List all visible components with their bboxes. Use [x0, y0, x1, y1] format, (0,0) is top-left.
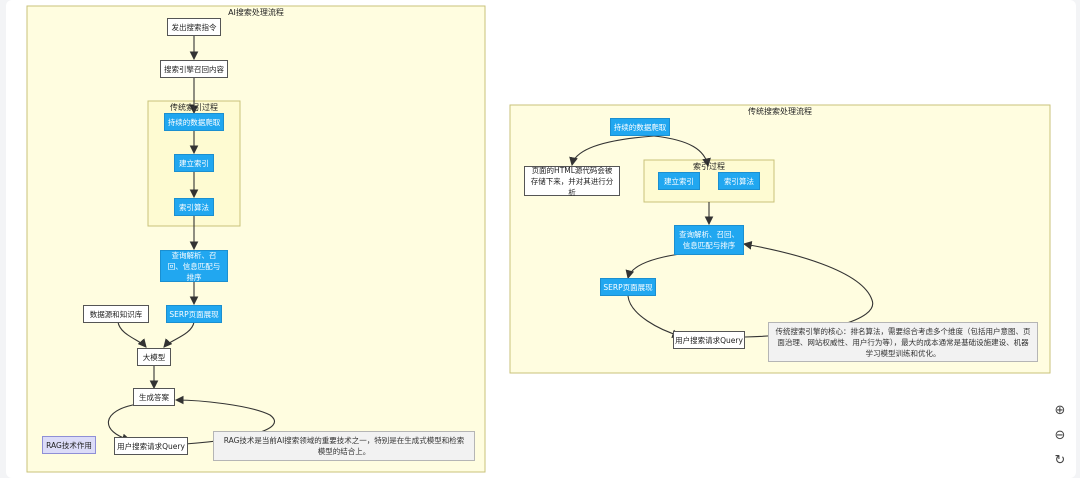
left-index-algo-node[interactable]: 索引算法 [174, 198, 214, 216]
right-subgraph-title: 索引过程 [693, 162, 725, 171]
left-parse-node[interactable]: 查询解析、召回、信息匹配与排序 [160, 250, 228, 282]
rag-node[interactable]: RAG技术作用 [42, 436, 96, 454]
left-build-index-node[interactable]: 建立索引 [174, 154, 214, 172]
html-store-node[interactable]: 页面的HTML源代码会被存储下来，并对其进行分析 [524, 166, 620, 197]
knowledge-base-node[interactable]: 数据源和知识库 [83, 305, 149, 323]
answer-node[interactable]: 生成答案 [133, 388, 175, 406]
issue-query-node[interactable]: 发出搜索指令 [167, 18, 221, 36]
left-cluster [26, 5, 486, 473]
left-user-query-node[interactable]: 用户搜索请求Query [114, 437, 188, 455]
right-note: 传统搜索引擎的核心：排名算法，需要综合考虑多个维度（包括用户意图、页面治理、网站… [768, 322, 1038, 362]
right-parse-node[interactable]: 查询解析、召回、信息匹配与排序 [674, 225, 744, 255]
right-crawl-node[interactable]: 持续的数据爬取 [610, 118, 670, 136]
right-serp-node[interactable]: SERP页面展现 [600, 278, 656, 296]
recall-node[interactable]: 搜索引擎召回内容 [160, 60, 228, 78]
left-subgraph-title: 传统索引过程 [170, 103, 218, 112]
left-note: RAG技术是当前AI搜索领域的重要技术之一，特别是在生成式模型和检索模型的结合上… [213, 431, 475, 461]
left-diagram-title: AI搜索处理流程 [228, 8, 284, 17]
left-crawl-node[interactable]: 持续的数据爬取 [164, 113, 224, 131]
llm-node[interactable]: 大模型 [137, 348, 171, 366]
right-index-algo-node[interactable]: 索引算法 [718, 172, 760, 190]
zoom-out-icon[interactable]: ⊖ [1054, 427, 1066, 443]
right-diagram-title: 传统搜索处理流程 [748, 107, 812, 116]
reset-view-icon[interactable]: ↻ [1054, 452, 1066, 468]
left-serp-node[interactable]: SERP页面展现 [166, 305, 222, 323]
right-user-query-node[interactable]: 用户搜索请求Query [673, 331, 745, 349]
zoom-in-icon[interactable]: ⊕ [1054, 402, 1066, 418]
right-build-index-node[interactable]: 建立索引 [658, 172, 700, 190]
